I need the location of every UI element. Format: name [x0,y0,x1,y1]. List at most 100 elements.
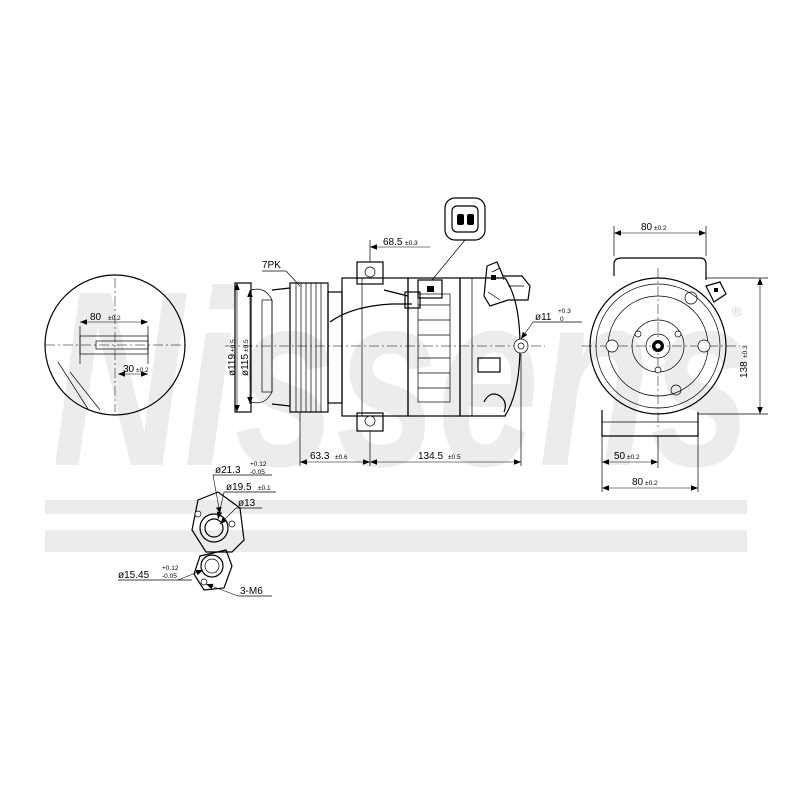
detail-offset-value: 30 [123,364,135,375]
upper-port-side-hole [228,520,236,528]
upper-port-flange [191,491,245,553]
pulley-hub [261,299,273,393]
bottom-mount-hole [364,415,376,427]
front-lower-bolt [670,384,682,396]
front-height-value: 138 [739,361,750,378]
detail-view: 80 ±0.2 30 ±0.2 [44,274,186,416]
connector-leader-line [431,239,466,281]
harness-cable [383,289,409,297]
lower-port-tol-lower: -0.05 [162,573,177,580]
clutch-bolt-1 [634,330,642,338]
outer-port-tol-lower: -0.05 [250,469,265,476]
control-valve-details [487,267,524,301]
detail-lower-edge-2 [57,361,91,413]
side-view: 7PK ø119 ±0.5 ø115 ±0.5 68.5 ±0.3 ø11 +0… [225,197,582,466]
harness-connector [417,279,443,299]
connector-pin-block [427,286,434,292]
mount-distance-value: 68.5 [383,237,403,248]
front-top-width-value: 80 [641,222,653,233]
clutch-bolt-2 [674,330,682,338]
pulley-connector [271,287,291,407]
detail-offset-tolerance: ±0.2 [136,367,149,374]
outer-diameter-label: ø119 ±0.5 [227,339,238,376]
front-top-width-tolerance: ±0.2 [654,225,667,232]
inner-port-tolerance: ±0.1 [258,485,271,492]
pulley-label: 7PK [262,260,281,271]
watermark: Nissens ® [45,239,752,552]
front-height-tolerance: ±0.3 [742,345,749,358]
rear-bracket-hook [483,393,506,413]
inner-diameter-label: ø115 ±0.5 [240,339,251,376]
rear-mount-ear [477,357,501,373]
inner-diameter-value: ø115 [240,354,251,376]
body-length-tolerance: ±0.5 [448,454,461,461]
outer-port-value: ø21.3 [215,465,241,476]
front-pulley-outer [589,277,727,415]
front-pulley-rim [595,283,721,409]
thread-value: 3-M6 [240,586,263,597]
mount-distance-tolerance: ±0.3 [405,240,418,247]
watermark-registered-mark: ® [732,304,742,319]
front-base-width-tolerance: ±0.2 [627,454,640,461]
pulley-grooves [295,283,322,412]
lower-port-leader [177,569,204,581]
upper-port-inner [204,518,224,538]
connector-detail-face [451,205,479,233]
outer-port-leader [212,474,222,515]
connector-detail-housing [444,197,486,241]
detail-width-value: 80 [90,312,102,323]
lower-port-value: ø15.45 [118,570,150,581]
front-top-housing [613,257,707,280]
lower-port-inner [204,558,220,574]
detail-lower-edge [69,371,101,411]
cylinder-fins [417,293,451,403]
lower-port-outer [200,554,224,578]
watermark-bar-upper [45,500,747,514]
connector-pin-right [467,214,474,225]
front-length-value: 63.3 [310,451,330,462]
bore-value: ø13 [238,498,256,509]
front-hub-outer [645,333,671,359]
port-view: ø21.3 +0.12 -0.05 ø19.5 ±0.1 ø13 ø15.45 … [118,461,276,597]
lower-port-tol-upper: +0.12 [162,565,179,572]
hole-diameter-tol-lower: 0 [560,316,564,323]
connector-pin-left [457,214,464,225]
outer-diameter-value: ø119 [227,354,238,376]
bore-leader [219,507,237,525]
hole-diameter-value: ø11 [535,312,552,323]
hole-diameter-tol-upper: +0.3 [558,308,571,315]
body-length-value: 134.5 [418,451,443,462]
front-length-tolerance: ±0.6 [335,454,348,461]
hole-diameter-leader [520,321,534,340]
detail-width-tolerance: ±0.2 [108,315,121,322]
front-right-ear [697,339,711,353]
clutch-wire [329,303,412,323]
front-left-ear [605,339,619,353]
watermark-bar-lower [45,530,747,552]
harness-clip [404,291,421,309]
upper-port-outer [199,513,229,543]
front-upper-bolt [684,291,698,305]
front-control-valve-mark [714,288,718,292]
pulley-label-leader [285,270,301,287]
front-hub-center [654,342,662,350]
front-bottom-width-value: 80 [632,477,644,488]
front-height-label: 138 ±0.3 [739,345,750,378]
rear-mount-hole [513,338,529,354]
upper-port-bolt-hole [194,510,202,518]
top-mount-hole [364,266,376,278]
front-view: 80 ±0.2 138 ±0.3 50 ±0.2 80 ±0.2 [582,222,768,492]
control-valve-mark [491,275,496,280]
watermark-logo-text: Nissens [52,239,752,518]
clutch-bolt-3 [654,366,662,374]
front-bottom-width-tolerance: ±0.2 [645,480,658,487]
front-base-width-value: 50 [614,451,626,462]
lower-port-bolt-hole [200,578,208,586]
front-control-valve [705,281,727,303]
inner-port-value: ø19.5 [226,482,252,493]
inner-port-leader [216,491,225,520]
rear-mount-hole-inner [517,342,525,350]
lower-port-flange [193,549,233,591]
outer-diameter-tolerance: ±0.5 [230,339,237,352]
